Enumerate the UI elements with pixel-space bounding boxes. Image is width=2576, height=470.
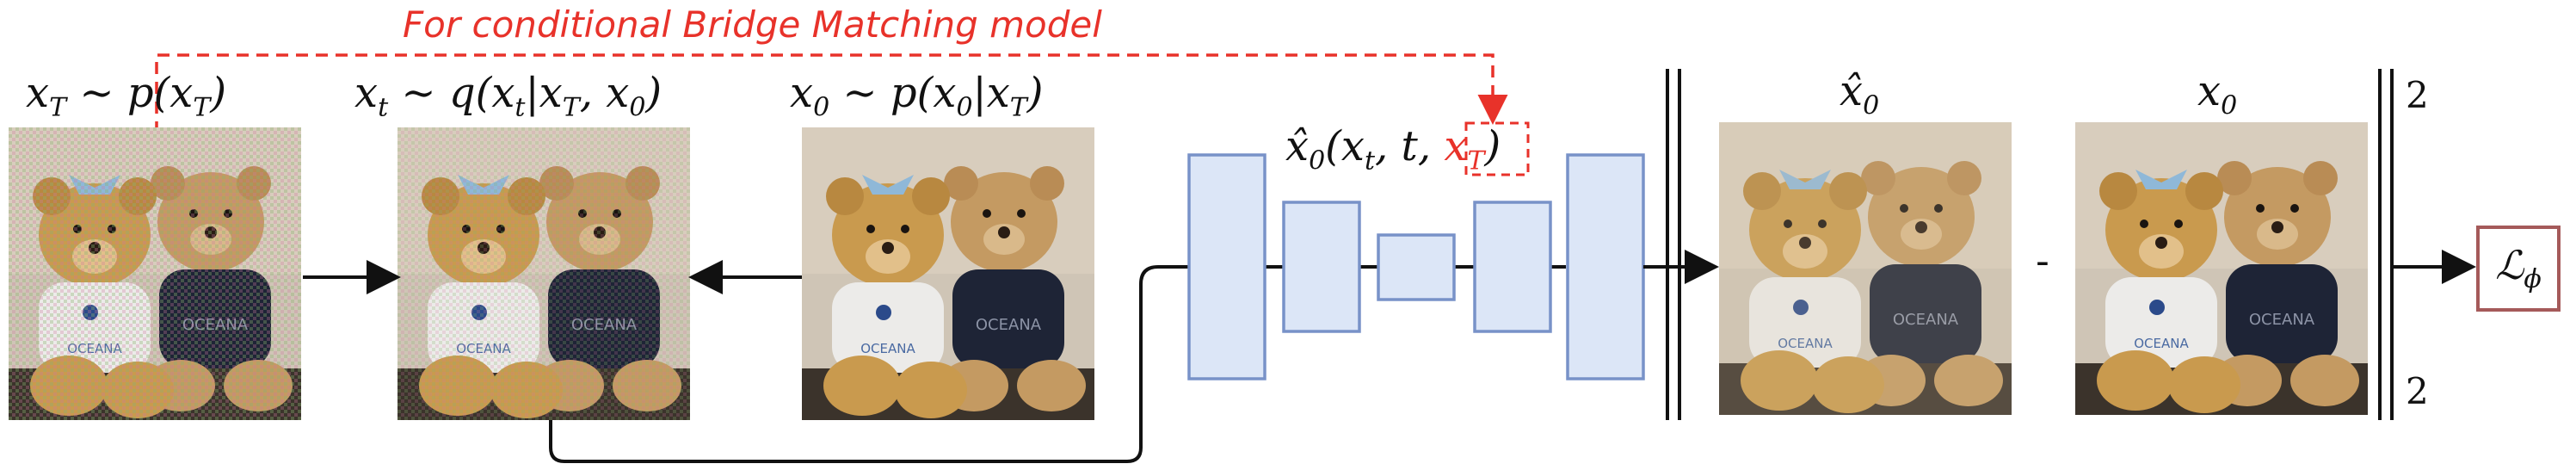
photo-xt xyxy=(397,127,690,420)
unet-block-1 xyxy=(1187,153,1266,380)
conditioning-path xyxy=(155,53,1508,133)
unet-block-5 xyxy=(1566,153,1645,380)
path-xt-to-network xyxy=(549,265,1189,463)
minus-sign: - xyxy=(2036,239,2049,283)
norm-exponent: 2 xyxy=(2406,74,2429,116)
unet-block-2 xyxy=(1282,201,1361,333)
conditional-caption: For conditional Bridge Matching model xyxy=(403,3,1102,46)
label-xt-bridge: xt ∼ q(xt|xT, x0) xyxy=(354,69,662,123)
label-pred-x0: x̂0 xyxy=(1840,67,1880,121)
label-xT-prior: xT ∼ p(xT) xyxy=(26,69,227,123)
photo-target-x0 xyxy=(2075,122,2368,415)
label-target-x0: x0 xyxy=(2197,67,2238,121)
loss-symbol: ℒϕ xyxy=(2495,242,2542,295)
photo-xT xyxy=(9,127,301,420)
condition-highlight-box xyxy=(1464,121,1530,176)
photo-x0 xyxy=(802,127,1094,420)
label-x0-data: x0 ∼ p(x0|xT) xyxy=(790,69,1044,123)
norm-subscript: 2 xyxy=(2406,370,2429,412)
unet-block-3 xyxy=(1377,233,1456,301)
unet-block-4 xyxy=(1473,201,1552,333)
loss-box: ℒϕ xyxy=(2476,226,2561,312)
label-network-output: x̂0(xt, t, xT) xyxy=(1285,122,1501,176)
photo-pred-x0 xyxy=(1719,122,2012,415)
